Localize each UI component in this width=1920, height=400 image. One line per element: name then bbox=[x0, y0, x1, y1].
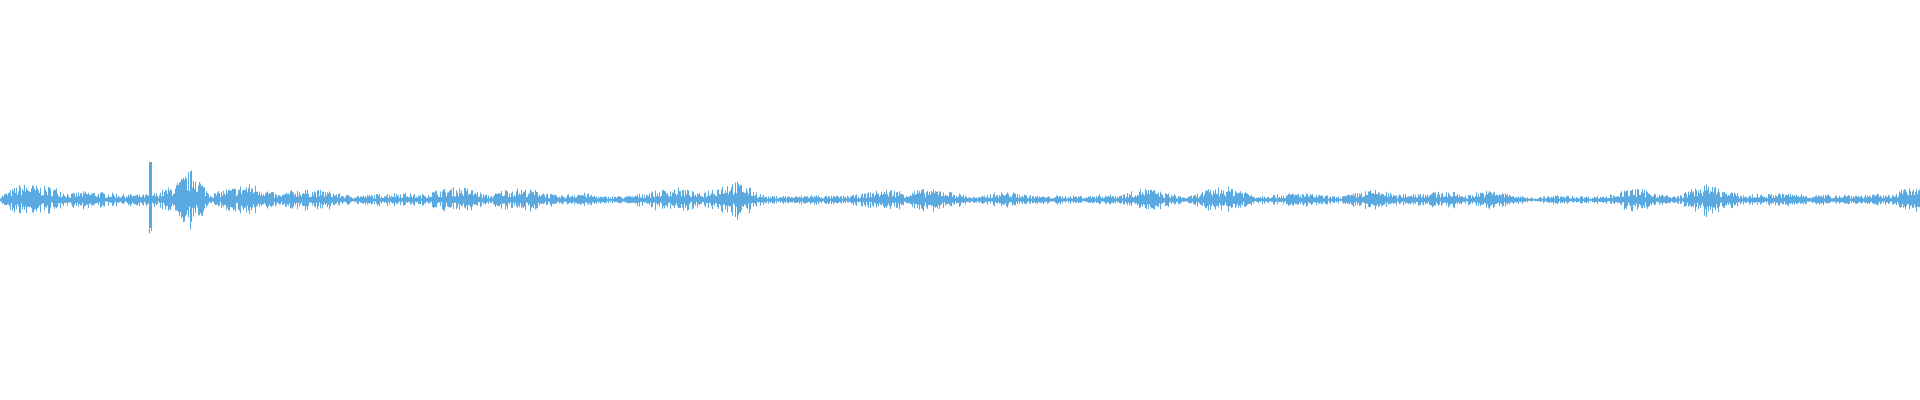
waveform-samples bbox=[0, 162, 1920, 234]
